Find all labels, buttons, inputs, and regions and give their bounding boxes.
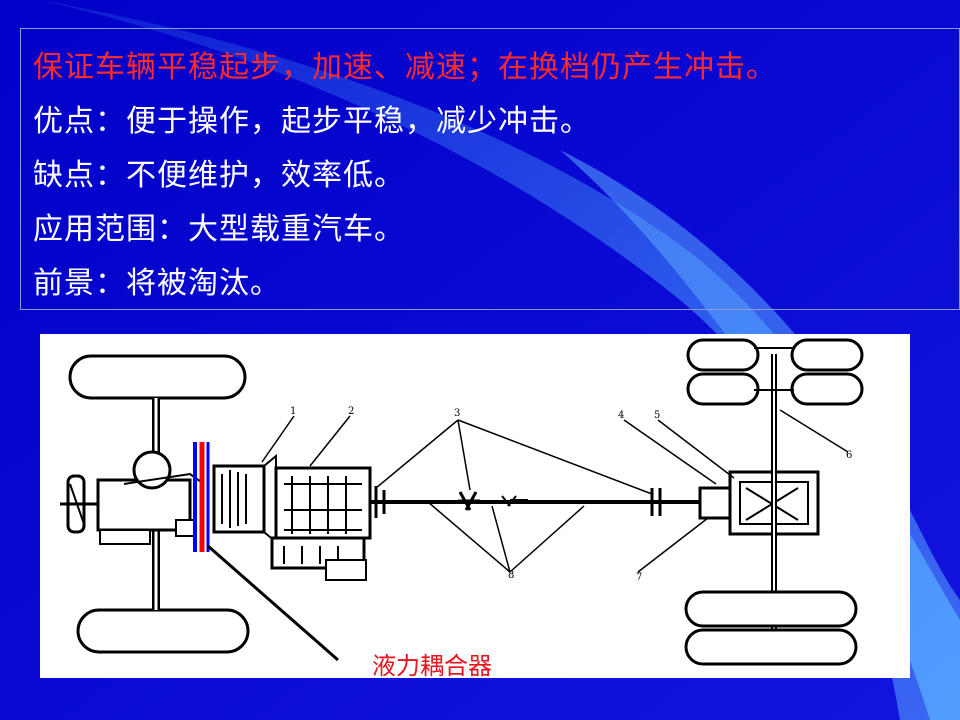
center-support xyxy=(458,491,528,511)
callout-2: 2 xyxy=(348,406,355,417)
text-line-disadvantages: 缺点：不便维护，效率低。 xyxy=(33,158,405,193)
callout-1: 1 xyxy=(290,406,297,417)
text-line-prospect: 前景：将被淘汰。 xyxy=(33,266,281,301)
drivetrain-diagram: 1 2 3 4 5 6 7 8 液力耦合器 xyxy=(40,334,910,680)
text-line-summary: 保证车辆平稳起步，加速、减速；在换档仍产生冲击。 xyxy=(33,50,777,85)
diagram-caption: 液力耦合器 xyxy=(372,652,492,680)
caption-leader xyxy=(207,544,339,662)
text-line-application: 应用范围：大型载重汽车。 xyxy=(33,212,405,247)
text-line-advantages: 优点：便于操作，起步平稳，减少冲击。 xyxy=(33,104,591,139)
front-right-wheel xyxy=(76,608,250,654)
callout-5: 5 xyxy=(654,410,661,421)
steering-wheel xyxy=(60,474,100,534)
callout-8: 8 xyxy=(508,570,515,581)
rear-wheels-bottom xyxy=(684,590,858,666)
callout-6: 6 xyxy=(846,450,853,461)
transmission xyxy=(270,466,372,581)
front-left-wheel xyxy=(68,354,247,400)
callout-7: 7 xyxy=(636,572,643,583)
universal-joint-rear xyxy=(650,488,662,516)
drivetrain-drawing xyxy=(60,338,864,666)
text-panel: 保证车辆平稳起步，加速、减速；在换档仍产生冲击。 优点：便于操作，起步平稳，减少… xyxy=(20,28,960,310)
callout-4: 4 xyxy=(618,410,625,421)
callout-3: 3 xyxy=(454,408,461,419)
universal-joint-front xyxy=(374,486,386,518)
coupler-housing xyxy=(212,453,277,545)
engine xyxy=(96,450,205,545)
callout-leaders xyxy=(261,409,849,573)
rear-wheels-top xyxy=(686,338,864,406)
